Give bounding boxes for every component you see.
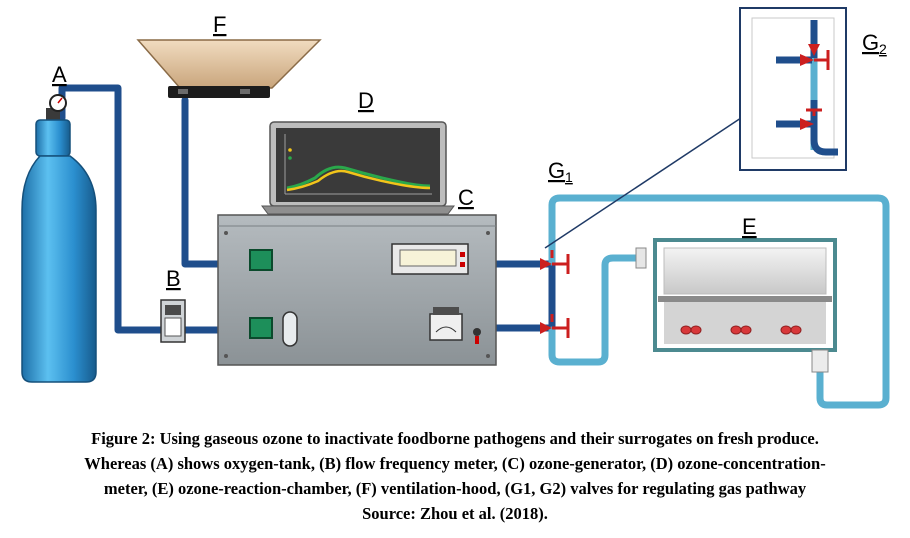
light-pipes: [548, 194, 890, 409]
ozone-generator: [217, 214, 497, 366]
inset-pointer-line: [544, 111, 751, 249]
pipe-to-chamber-inlet: [548, 254, 644, 366]
valve-icon: [540, 314, 570, 338]
oxygen-tank: [21, 94, 97, 383]
label-g1: G 1: [548, 158, 573, 185]
produce-samples: [680, 325, 802, 335]
ozone-system-diagram: A B C D E F G 1 G 2: [21, 7, 890, 409]
flow-meter: [160, 299, 186, 343]
label-e: E: [742, 214, 757, 239]
label-b: B: [166, 266, 181, 291]
label-f: F: [213, 12, 226, 37]
valve-detail-inset: [739, 7, 847, 171]
laptop-icon: [261, 121, 455, 215]
svg-text:1: 1: [565, 169, 573, 185]
caption-line-1: Figure 2: Using gaseous ozone to inactiv…: [91, 429, 819, 448]
svg-text:G: G: [548, 158, 565, 183]
pipe-hood-to-generator: [181, 96, 226, 268]
label-d: D: [358, 88, 374, 113]
svg-text:G: G: [862, 30, 879, 55]
caption-line-3: meter, (E) ozone-reaction-chamber, (F) v…: [103, 479, 807, 498]
caption-line-2: Whereas (A) shows oxygen-tank, (B) flow …: [84, 454, 826, 473]
pressure-gauge-icon: [49, 94, 67, 112]
ventilation-hood: [136, 39, 322, 98]
label-a: A: [52, 62, 67, 87]
component-labels: A B C D E F G 1 G 2: [52, 12, 887, 291]
label-g2: G 2: [862, 30, 887, 57]
label-c: C: [458, 185, 474, 210]
valve-icon: [540, 250, 570, 274]
svg-text:2: 2: [879, 41, 887, 57]
generator-switch-top: [249, 249, 273, 271]
generator-switch-bottom: [249, 317, 273, 339]
figure-caption: Figure 2: Using gaseous ozone to inactiv…: [0, 426, 910, 526]
pipe-bypass-loop: [548, 194, 890, 409]
caption-line-4: Source: Zhou et al. (2018).: [362, 504, 548, 523]
reaction-chamber: [635, 238, 837, 373]
